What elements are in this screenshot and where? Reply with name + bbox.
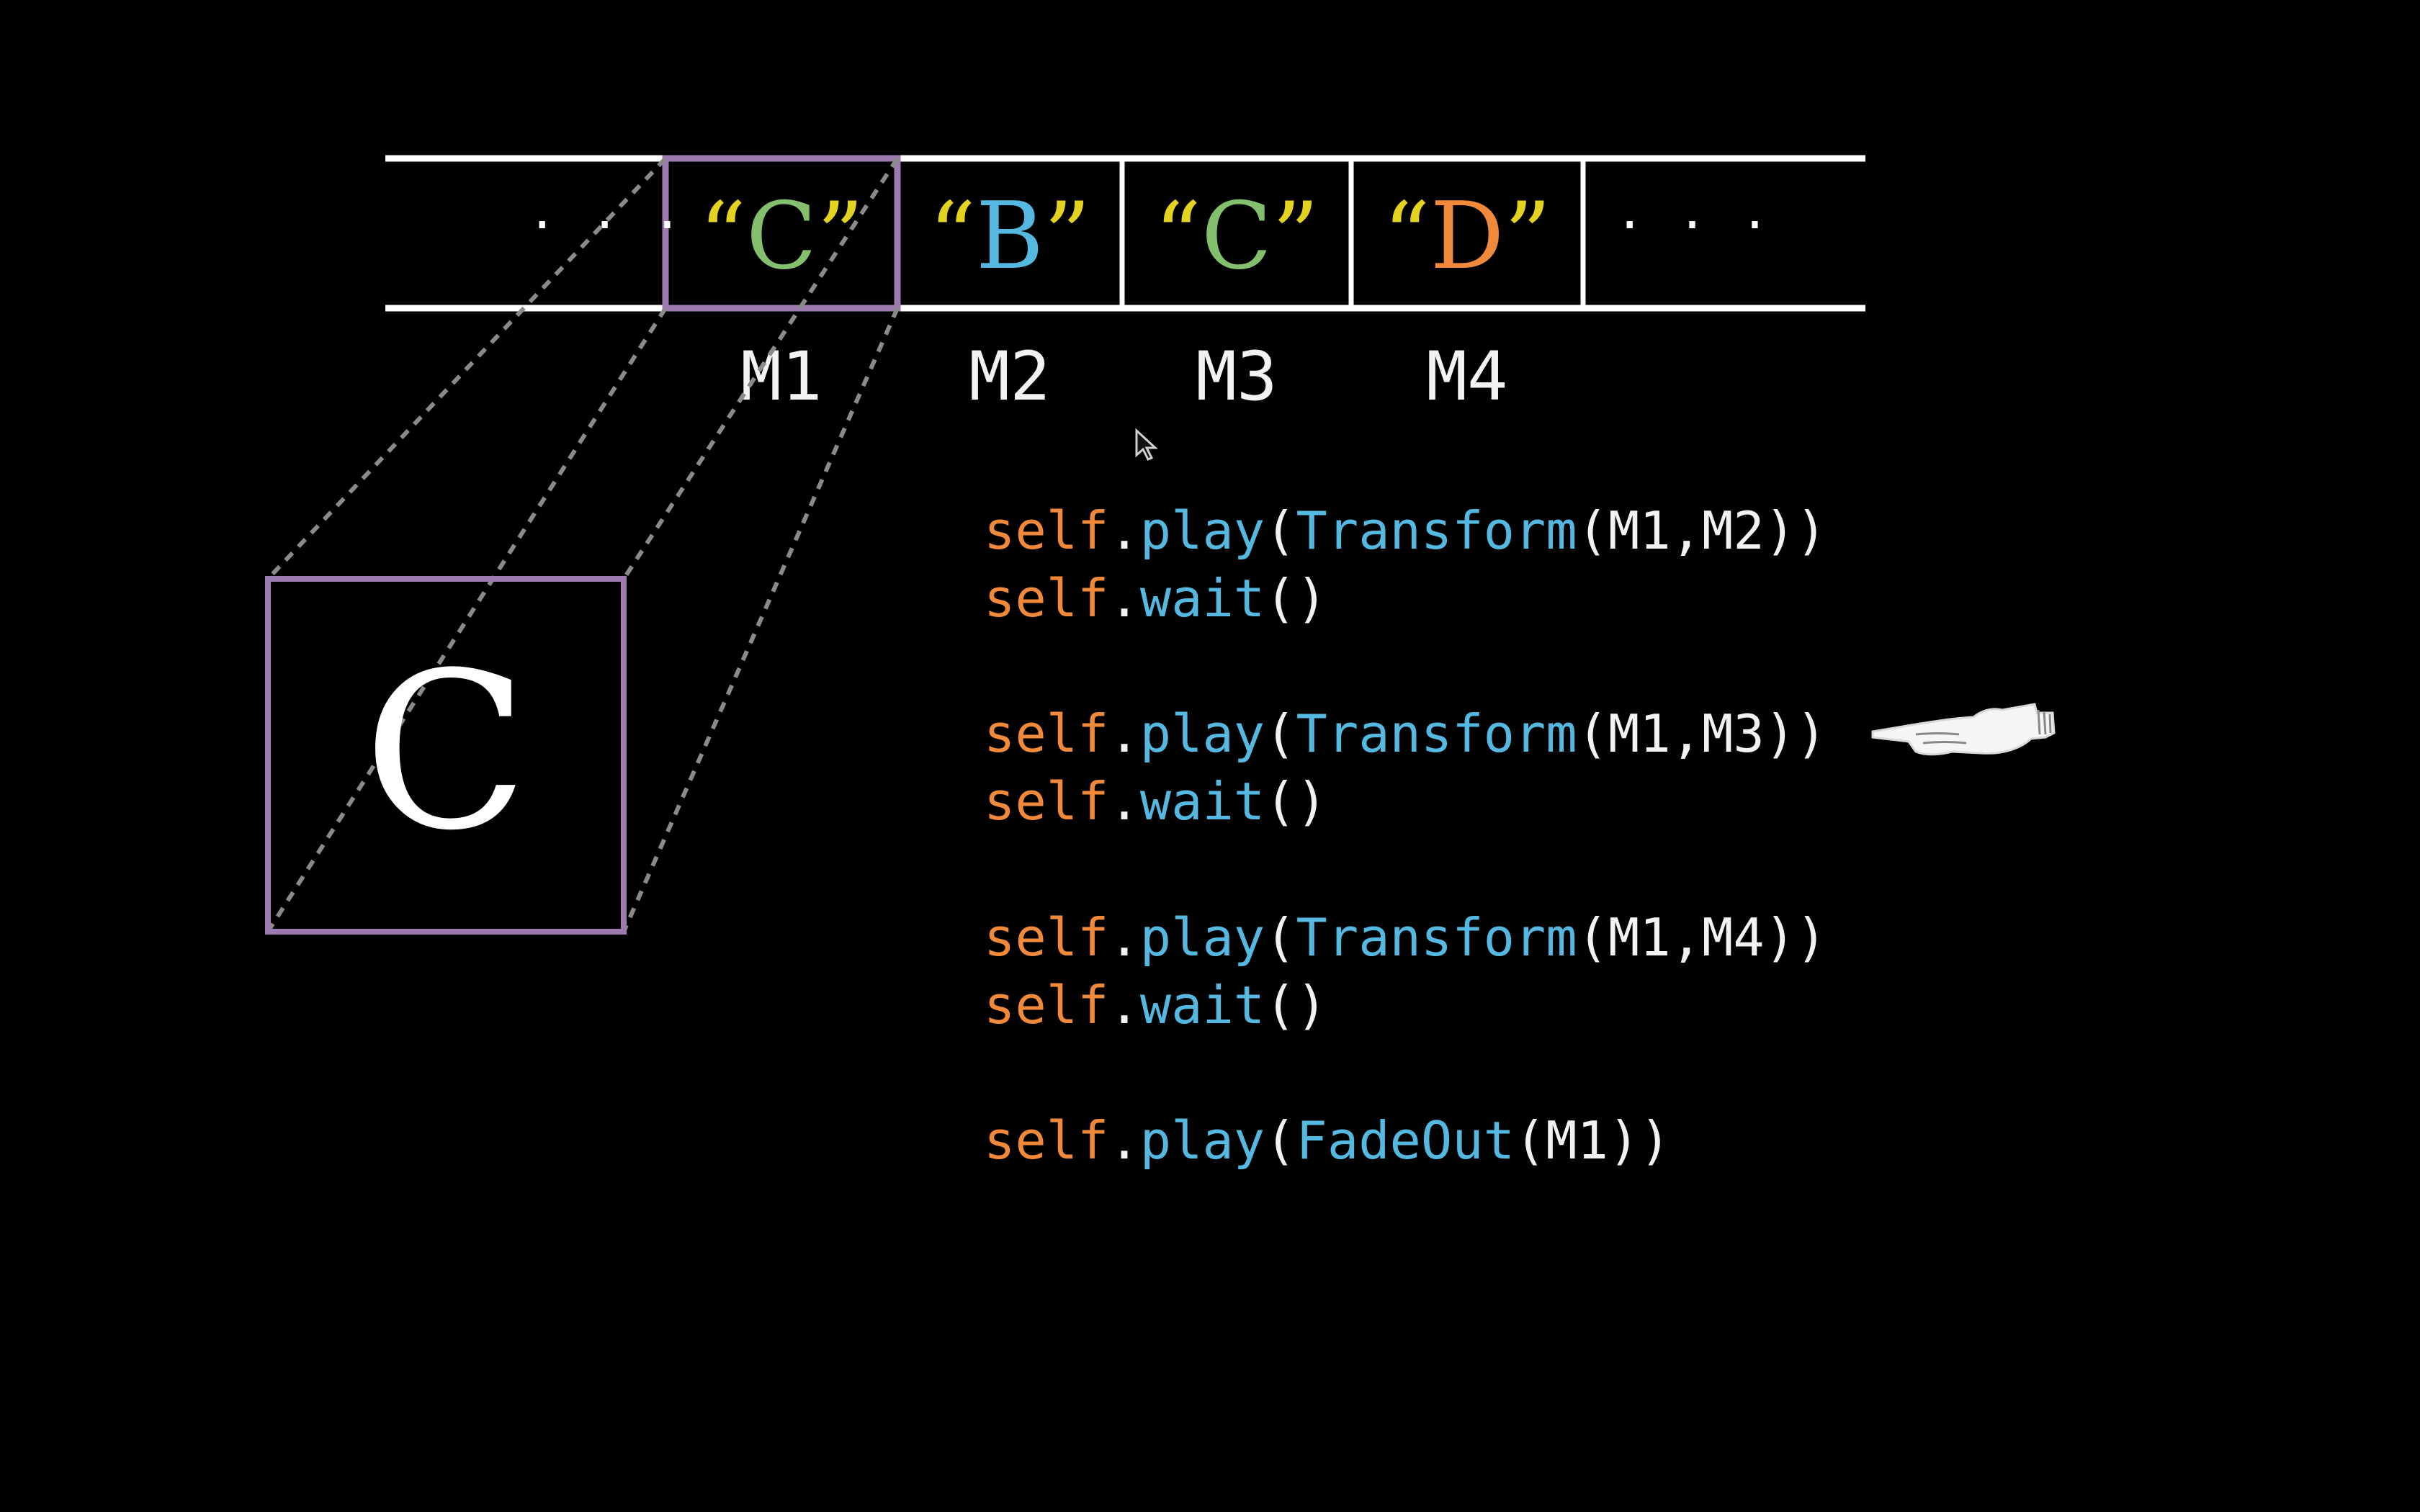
code-line: self.play(Transform(M1,M3))	[984, 703, 1827, 764]
code-line: self.wait()	[984, 975, 1327, 1035]
code-line: self.play(FadeOut(M1))	[984, 1110, 1671, 1171]
label-m2: M2	[969, 338, 1050, 416]
projection-line	[266, 156, 668, 581]
cell-m1-value: “C”	[699, 183, 864, 290]
label-m1: M1	[740, 338, 822, 416]
projection-line	[622, 157, 900, 580]
zoomed-letter: C	[363, 626, 529, 878]
zoomed-value-box	[265, 576, 627, 935]
code-line: self.wait()	[984, 568, 1327, 629]
left-ellipsis: · · ·	[533, 192, 689, 258]
label-m3: M3	[1196, 338, 1277, 416]
label-m4: M4	[1426, 338, 1507, 416]
memory-tape	[385, 155, 1865, 312]
code-line: self.wait()	[984, 771, 1327, 832]
zoom-projection-lines	[266, 156, 900, 933]
right-ellipsis: · · ·	[1621, 192, 1777, 258]
cell-m4-value: “D”	[1383, 183, 1551, 290]
cell-m2-value: “B”	[929, 183, 1091, 290]
mouse-cursor-icon	[1135, 428, 1158, 461]
projection-line	[622, 307, 900, 933]
pointing-hand-icon	[1871, 703, 2056, 756]
highlighted-cell-m1	[662, 155, 901, 312]
code-line: self.play(Transform(M1,M2))	[984, 500, 1827, 561]
code-line: self.play(Transform(M1,M4))	[984, 907, 1827, 968]
cell-m3-value: “C”	[1155, 183, 1319, 290]
